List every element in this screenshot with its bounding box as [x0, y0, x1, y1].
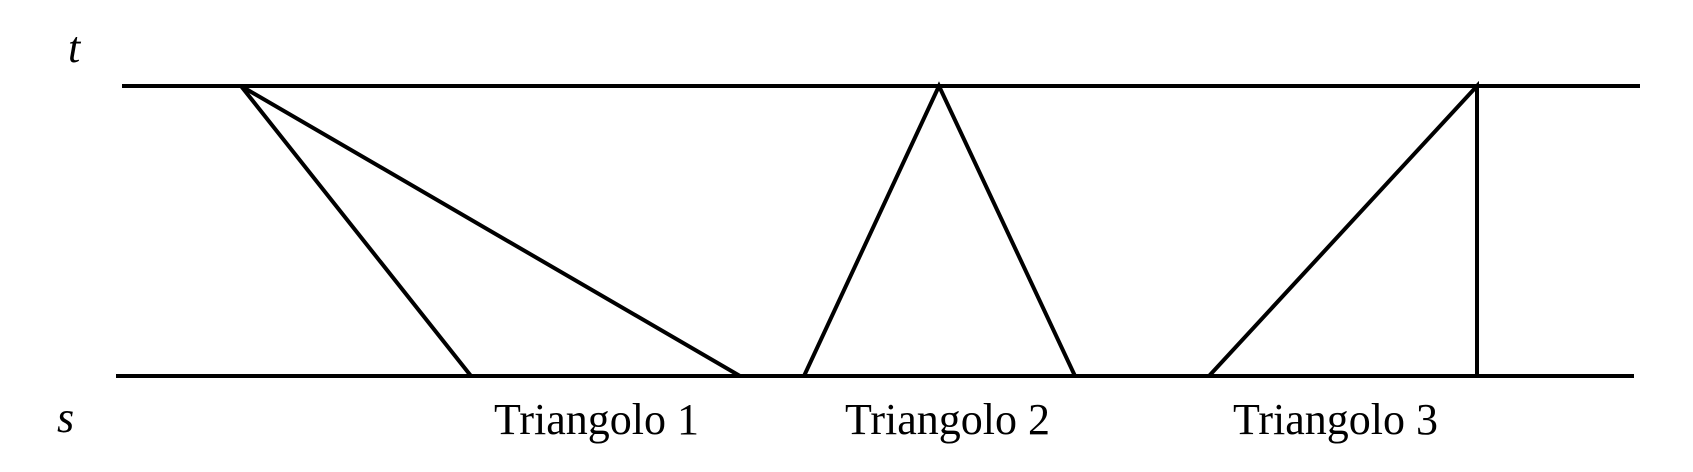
triangle-1 — [239, 84, 748, 378]
triangle-3-label: Triangolo 3 — [1233, 395, 1438, 444]
triangle-1-label: Triangolo 1 — [494, 395, 699, 444]
triangle-2 — [800, 81, 1079, 378]
triangle-3 — [1204, 80, 1479, 378]
label-t: t — [68, 23, 82, 72]
triangle-2-label: Triangolo 2 — [845, 395, 1050, 444]
label-s: s — [57, 393, 74, 442]
